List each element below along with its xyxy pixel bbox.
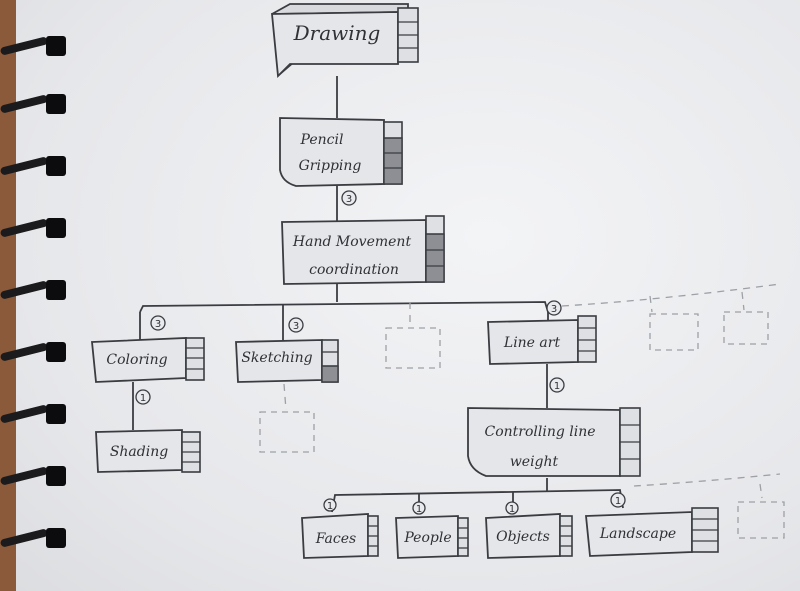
ghost-edge (649, 295, 653, 313)
badge-coloring: 3 (150, 315, 166, 331)
node-label: Hand Movement (292, 234, 412, 250)
ghost-edge (741, 291, 745, 311)
binding-ring (0, 404, 68, 424)
svg-text:3: 3 (155, 319, 161, 330)
node-landscape: Landscape (585, 507, 719, 557)
badge-people: 1 (412, 501, 426, 515)
svg-text:1: 1 (509, 504, 515, 515)
svg-text:3: 3 (346, 194, 352, 205)
binding-ring (0, 36, 68, 56)
badge-sketching: 3 (288, 317, 304, 333)
node-label: Line art (503, 335, 561, 351)
badge-landscape: 1 (610, 492, 626, 508)
node-label: Shading (110, 444, 168, 460)
node-people: People (395, 515, 469, 559)
svg-text:1: 1 (327, 501, 333, 512)
pencil-placeholders (259, 283, 785, 539)
node-box (271, 11, 399, 78)
sketchbook-page (16, 0, 800, 591)
badge-shading: 1 (135, 389, 151, 405)
level-tab (577, 315, 597, 363)
node-controlling-line-weight: Controlling line weight (467, 407, 641, 477)
svg-text:1: 1 (416, 504, 422, 515)
node-label: Objects (496, 529, 550, 545)
binding-ring (0, 466, 68, 486)
ghost-edge (759, 483, 763, 499)
svg-text:1: 1 (615, 496, 621, 507)
ghost-edge (283, 383, 287, 411)
node-pencil-gripping: Pencil Gripping (279, 117, 403, 187)
level-tab-filled (321, 365, 339, 383)
binding-ring (0, 94, 68, 114)
binding-ring (0, 218, 68, 238)
node-objects: Objects (485, 513, 573, 559)
node-drawing: Drawing (271, 3, 419, 78)
binding-ring (0, 342, 68, 362)
ghost-edge (561, 283, 781, 307)
svg-text:3: 3 (293, 321, 299, 332)
badge-objects: 1 (505, 501, 519, 515)
node-hand-movement: Hand Movement coordination (281, 215, 445, 285)
node-coloring: Coloring (91, 337, 205, 383)
edge-branch-bus (139, 301, 549, 313)
node-label: Drawing (293, 21, 381, 45)
ghost-node (737, 501, 785, 539)
node-label: Faces (315, 531, 356, 547)
binding-ring (0, 528, 68, 548)
node-label: weight (510, 454, 559, 470)
node-faces: Faces (301, 513, 379, 559)
ghost-node (385, 327, 441, 369)
level-tab (457, 517, 469, 557)
ghost-edge (633, 473, 781, 487)
node-label: Sketching (241, 350, 312, 366)
binding-ring (0, 156, 68, 176)
badge-pencil-to-hand: 3 (341, 190, 357, 206)
node-sketching: Sketching (235, 339, 339, 383)
node-label: Controlling line (484, 424, 595, 440)
svg-text:1: 1 (140, 393, 146, 404)
node-label: Coloring (106, 352, 167, 368)
node-label: Landscape (599, 526, 676, 542)
edge-leaf-bus (331, 489, 624, 513)
node-label: People (403, 530, 451, 546)
ghost-node (649, 313, 699, 351)
node-label: Pencil (300, 132, 344, 148)
node-label: coordination (309, 262, 399, 278)
node-line-art: Line art (487, 315, 597, 365)
ghost-node (259, 411, 315, 453)
level-tab-filled (425, 233, 445, 283)
svg-text:1: 1 (554, 381, 560, 392)
badge-line-art: 3 (546, 300, 562, 316)
level-tab-filled (383, 137, 403, 185)
level-tab (185, 337, 205, 381)
binding-ring (0, 280, 68, 300)
node-box (279, 117, 385, 187)
node-label: Gripping (299, 158, 362, 174)
node-shading: Shading (95, 429, 201, 473)
svg-text:3: 3 (551, 304, 557, 315)
node-box (467, 407, 621, 477)
badge-faces: 1 (323, 498, 337, 512)
ghost-node (723, 311, 769, 345)
badge-controlling: 1 (549, 377, 565, 393)
